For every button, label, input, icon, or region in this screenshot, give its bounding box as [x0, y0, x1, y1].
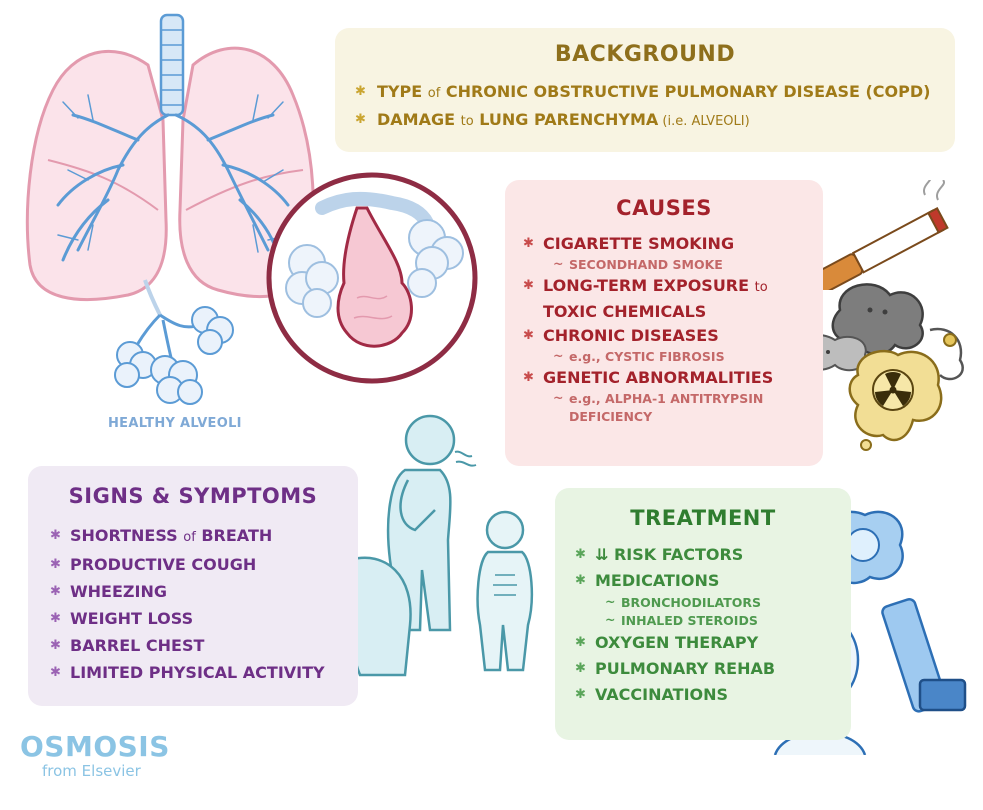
- signs-item: SHORTNESS of BREATH: [50, 522, 336, 551]
- background-item: TYPE of CHRONIC OBSTRUCTIVE PULMONARY DI…: [355, 79, 935, 107]
- treatment-subitem: BRONCHODILATORS: [575, 593, 831, 612]
- treatment-item: OXYGEN THERAPY: [575, 630, 831, 656]
- treatment-item: PULMONARY REHAB: [575, 656, 831, 682]
- signs-panel: SIGNS & SYMPTOMS SHORTNESS of BREATH PRO…: [28, 466, 358, 706]
- alveoli-icon: [266, 172, 478, 384]
- signs-item: PRODUCTIVE COUGH: [50, 551, 336, 578]
- causes-subitem: e.g., ALPHA-1 ANTITRYPSIN DEFICIENCY: [523, 389, 799, 426]
- treatment-title: TREATMENT: [630, 506, 776, 530]
- causes-panel: CAUSES CIGARETTE SMOKING SECONDHAND SMOK…: [505, 180, 823, 466]
- causes-subitem: e.g., CYSTIC FIBROSIS: [523, 347, 805, 366]
- causes-item: CIGARETTE SMOKING: [523, 232, 805, 256]
- signs-item: WEIGHT LOSS: [50, 605, 336, 632]
- logo-brand: OSMOSIS: [20, 730, 170, 763]
- inhaler-icon: [820, 510, 967, 713]
- causes-item: CHRONIC DISEASES: [523, 324, 805, 348]
- causes-item: GENETIC ABNORMALITIES: [523, 366, 805, 390]
- radiation-icon: [848, 349, 943, 451]
- healthy-alveoli-label: HEALTHY ALVEOLI: [108, 416, 242, 431]
- signs-title: SIGNS & SYMPTOMS: [68, 484, 318, 508]
- background-title: BACKGROUND: [554, 42, 736, 67]
- signs-item: LIMITED PHYSICAL ACTIVITY: [50, 659, 336, 686]
- treatment-item: ⇊ RISK FACTORS: [575, 542, 831, 568]
- alveoli-icon: [114, 279, 234, 405]
- treatment-item: VACCINATIONS: [575, 682, 831, 708]
- background-item: DAMAGE to LUNG PARENCHYMA (i.e. ALVEOLI): [355, 107, 935, 135]
- signs-item: WHEEZING: [50, 578, 336, 605]
- cigarette-icon: [809, 180, 949, 290]
- logo-subtitle: from Elsevier: [42, 762, 141, 780]
- causes-subitem: SECONDHAND SMOKE: [523, 255, 805, 274]
- treatment-item: MEDICATIONS: [575, 568, 831, 594]
- background-panel: BACKGROUND TYPE of CHRONIC OBSTRUCTIVE P…: [335, 28, 955, 152]
- signs-item: BARREL CHEST: [50, 632, 336, 659]
- treatment-panel: TREATMENT ⇊ RISK FACTORS MEDICATIONS BRO…: [555, 488, 851, 740]
- causes-title: CAUSES: [616, 196, 712, 220]
- osmosis-logo: OSMOSIS from Elsevier: [20, 730, 170, 781]
- treatment-subitem: INHALED STEROIDS: [575, 611, 831, 630]
